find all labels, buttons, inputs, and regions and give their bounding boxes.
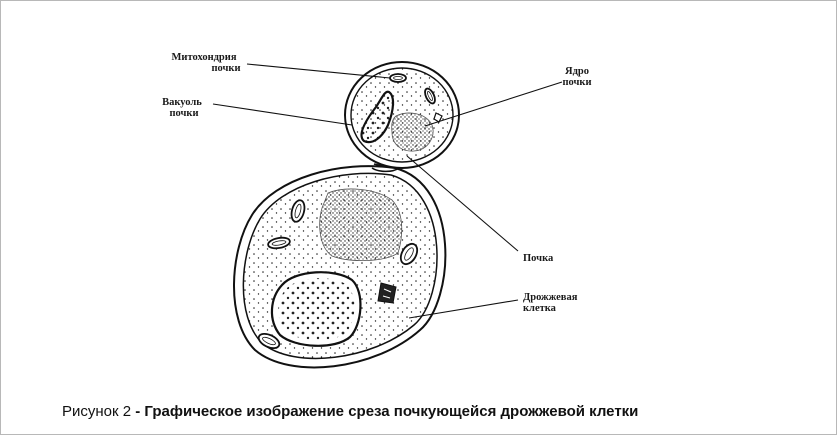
label-vacuole-line1: Вакуоль: [162, 97, 202, 108]
mother-mitochondria: [257, 199, 419, 350]
bud-mitochondria: [389, 73, 407, 83]
bud-cell: [344, 61, 460, 169]
label-vacuole-line2: почки: [169, 108, 198, 119]
label-nucleus-line2: почки: [562, 77, 591, 88]
bud-nucleus: [391, 112, 434, 152]
inclusion-body: [377, 282, 397, 304]
label-mitochondria-line2: почки: [211, 63, 240, 74]
mother-cell: [233, 165, 447, 369]
label-nucleus-line1: Ядро: [565, 66, 589, 77]
bud-vacuole: [360, 90, 395, 144]
label-mitochondria-line1: Митохондрия: [172, 52, 237, 63]
caption-title: - Графическое изображение среза почкующе…: [135, 403, 639, 420]
figure-caption: Рисунок 2 - Графическое изображение срез…: [62, 403, 638, 420]
yeast-cell-diagram: Митохондрия почки Вакуоль почки Ядро поч…: [162, 52, 592, 369]
label-yeast-line2: клетка: [523, 303, 557, 314]
caption-prefix: Рисунок 2: [62, 403, 132, 420]
label-yeast-line1: Дрожжевая: [523, 292, 578, 303]
mother-nucleus: [319, 188, 403, 261]
leader-lines: [212, 63, 563, 319]
bud-neck: [371, 167, 400, 173]
label-bud: Почка: [523, 253, 554, 264]
